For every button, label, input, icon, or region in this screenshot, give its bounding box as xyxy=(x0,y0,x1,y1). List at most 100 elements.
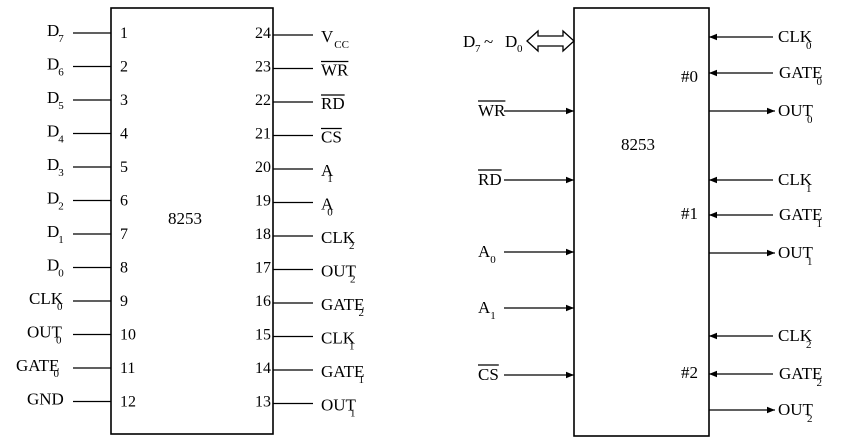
pinout-chip-name: 8253 xyxy=(168,209,202,228)
pin-label-subscript: 2 xyxy=(349,240,355,252)
pin-number: 10 xyxy=(120,327,136,344)
pin-label-subscript: 0 xyxy=(53,368,59,380)
pin-number: 24 xyxy=(255,25,271,42)
pin-label-subscript: 4 xyxy=(58,134,64,146)
pin-label-subscript: 1 xyxy=(358,374,364,386)
pin-label: OUT xyxy=(27,323,63,342)
pinout-chip-body xyxy=(110,7,274,435)
counter-mark: #2 xyxy=(681,363,698,382)
signal-label-subscript: 0 xyxy=(816,76,822,88)
pin-label-subscript: 0 xyxy=(327,207,333,219)
pin-label: GND xyxy=(27,390,64,409)
pin-number: 21 xyxy=(255,126,271,143)
pin-label-subscript: 0 xyxy=(57,301,63,313)
signal-label-subscript: 0 xyxy=(806,40,812,52)
pin-label: V xyxy=(321,27,334,46)
data-bus-from-sub: 7 xyxy=(475,43,481,55)
pin-label-subscript: CC xyxy=(334,39,349,51)
pin-number: 4 xyxy=(120,126,128,143)
pin-label: OUT xyxy=(321,262,357,281)
pin-20: 20 A1 xyxy=(255,159,334,185)
signal-label: CLK xyxy=(778,27,813,46)
signal-label: OUT xyxy=(778,101,814,120)
pin-number: 9 xyxy=(120,293,128,310)
pin-label-subscript: 1 xyxy=(327,173,333,185)
block-chip-body xyxy=(573,7,710,437)
pin-number: 20 xyxy=(255,159,271,176)
pin-label: D xyxy=(47,222,59,241)
pin-label-subscript: 0 xyxy=(56,335,62,347)
pin-label: D xyxy=(47,21,59,40)
pin-12: 12 GND xyxy=(27,390,136,411)
bidirectional-bus-arrow-icon xyxy=(526,29,575,53)
pin-number: 14 xyxy=(255,360,271,377)
pin-22: 22 RD xyxy=(255,92,345,113)
input-rd: RD xyxy=(478,169,574,189)
pin-label: CLK xyxy=(29,289,64,308)
pin-number: 1 xyxy=(120,25,128,42)
pin-label: A xyxy=(321,161,334,180)
pin-label-subscript: 6 xyxy=(58,67,64,79)
input-label: WR xyxy=(478,101,506,120)
signal-label: GATE xyxy=(779,364,822,383)
pin-label-subscript: 3 xyxy=(58,167,64,179)
pin-label: RD xyxy=(321,94,345,113)
pin-number: 22 xyxy=(255,92,271,109)
block-chip-name: 8253 xyxy=(621,135,655,154)
pin-number: 5 xyxy=(120,159,128,176)
pin-label: CLK xyxy=(321,329,356,348)
input-label: RD xyxy=(478,170,502,189)
pin-number: 23 xyxy=(255,59,271,76)
signal-label: OUT xyxy=(778,243,814,262)
data-bus-to-sub: 0 xyxy=(517,43,523,55)
pin-number: 18 xyxy=(255,226,271,243)
pin-number: 2 xyxy=(120,59,128,76)
pin-label: GATE xyxy=(16,356,59,375)
data-bus-from-label: D xyxy=(463,32,475,51)
pin-number: 11 xyxy=(120,360,135,377)
data-bus-separator: ~ xyxy=(484,32,493,51)
pin-number: 6 xyxy=(120,193,128,210)
pin-number: 19 xyxy=(255,193,271,210)
pin-number: 12 xyxy=(120,394,136,411)
signal-label: GATE xyxy=(779,205,822,224)
pin-label: D xyxy=(47,189,59,208)
counter-mark: #1 xyxy=(681,204,698,223)
signal-label-subscript: 1 xyxy=(806,183,812,195)
signal-label-subscript: 2 xyxy=(807,413,813,425)
pin-number: 16 xyxy=(255,293,271,310)
signal-label-subscript: 1 xyxy=(816,218,822,230)
input-wr: WR xyxy=(478,100,574,120)
pin-label-subscript: 5 xyxy=(58,100,64,112)
signal-label-subscript: 2 xyxy=(806,339,812,351)
pin-label: D xyxy=(47,55,59,74)
input-label-subscript: 1 xyxy=(490,310,496,322)
signal-label: CLK xyxy=(778,170,813,189)
pin-number: 7 xyxy=(120,226,128,243)
